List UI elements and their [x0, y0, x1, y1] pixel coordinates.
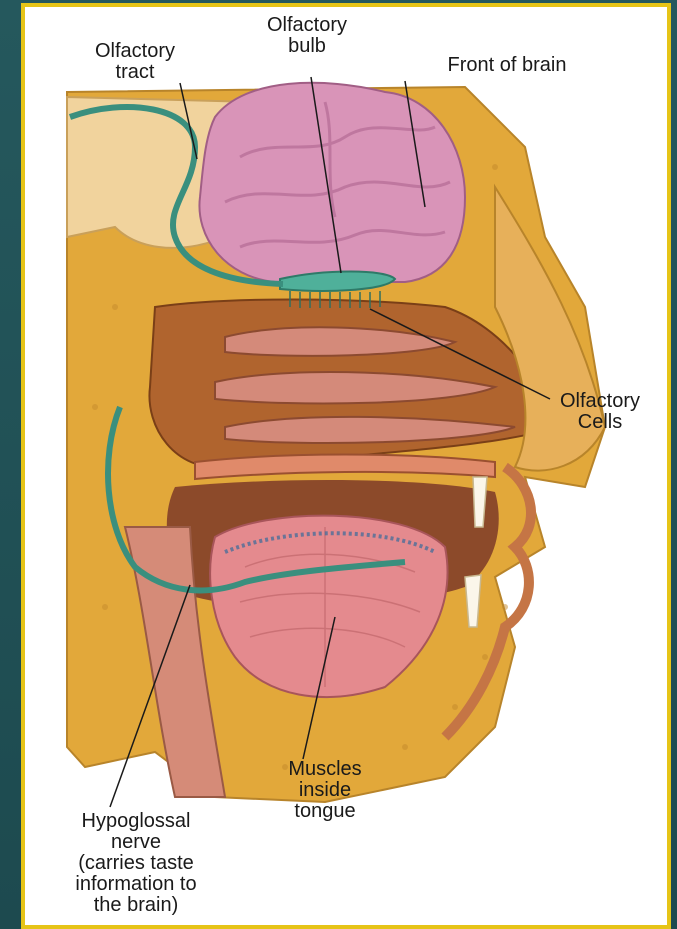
brain-frontal-lobe [199, 83, 465, 282]
label-olfactory-tract-line-1: Olfactory [75, 41, 195, 62]
label-olfactory-cells-line-2: Cells [539, 412, 661, 433]
label-hypoglossal-line-5: the brain) [41, 895, 231, 916]
label-front-of-brain-line-1: Front of brain [407, 55, 607, 76]
label-hypoglossal-line-1: Hypoglossal [41, 811, 231, 832]
label-olfactory-cells: Olfactory Cells [539, 391, 661, 433]
label-muscles-line-3: tongue [270, 801, 380, 822]
label-olfactory-bulb: Olfactory bulb [247, 15, 367, 57]
label-olfactory-tract-line-2: tract [75, 62, 195, 83]
label-muscles-inside-tongue: Muscles inside tongue [270, 759, 380, 822]
label-muscles-line-2: inside [270, 780, 380, 801]
label-hypoglossal-line-3: (carries taste [41, 853, 231, 874]
label-olfactory-tract: Olfactory tract [75, 41, 195, 83]
label-olfactory-bulb-line-2: bulb [247, 36, 367, 57]
label-hypoglossal-line-4: information to [41, 874, 231, 895]
label-front-of-brain: Front of brain [407, 55, 607, 76]
label-muscles-line-1: Muscles [270, 759, 380, 780]
label-hypoglossal-line-2: nerve [41, 832, 231, 853]
label-hypoglossal-nerve: Hypoglossal nerve (carries taste informa… [41, 811, 231, 916]
label-olfactory-cells-line-1: Olfactory [539, 391, 661, 412]
figure-frame: Olfactory tract Olfactory bulb Front of … [21, 3, 671, 929]
label-olfactory-bulb-line-1: Olfactory [247, 15, 367, 36]
